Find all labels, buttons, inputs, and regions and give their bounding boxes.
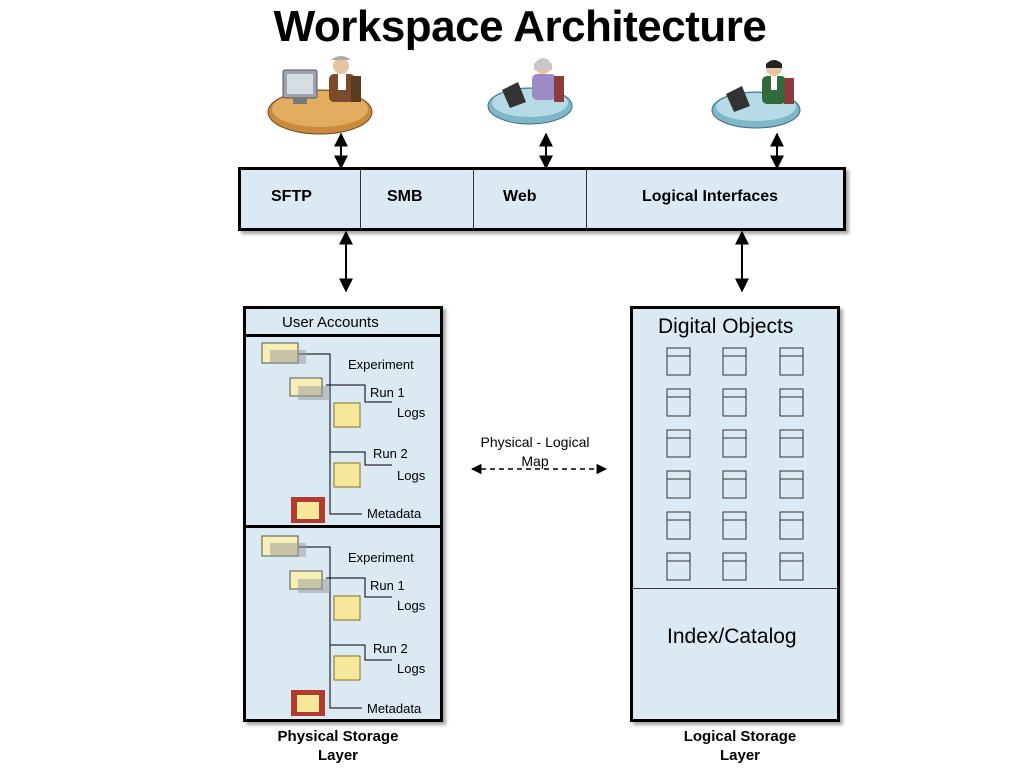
digital-object-icon	[722, 347, 747, 376]
divider	[243, 525, 443, 528]
physical-logical-map-label: Physical - Logical Map	[470, 433, 600, 471]
user-laptop-icon	[487, 58, 573, 125]
digital-object-icon	[666, 388, 691, 417]
sftp-interface: SFTP	[241, 170, 361, 228]
map-label-line2: Map	[521, 453, 549, 469]
experiment-label: Experiment	[348, 550, 414, 565]
document-icon	[333, 462, 361, 488]
logs-label: Logs	[397, 468, 426, 483]
digital-object-icon	[666, 511, 691, 540]
logs-label: Logs	[397, 598, 426, 613]
digital-object-icon	[779, 429, 804, 458]
metadata-label: Metadata	[367, 701, 422, 716]
divider	[243, 334, 443, 337]
web-interface: Web	[474, 170, 587, 228]
logical-interfaces-label: Logical Interfaces	[642, 188, 779, 205]
document-icon	[333, 402, 361, 428]
physical-storage-caption: Physical Storage Layer	[258, 727, 418, 765]
divider	[632, 588, 838, 589]
map-label-line1: Physical - Logical	[480, 434, 590, 450]
digital-object-icon	[666, 552, 691, 581]
smb-label: SMB	[387, 188, 423, 205]
page-title: Workspace Architecture	[273, 2, 767, 51]
user-desktop-icon	[267, 56, 373, 135]
run-label: Run 1	[370, 385, 405, 400]
logical-storage-caption: Logical Storage Layer	[660, 727, 820, 765]
document-icon	[333, 655, 361, 681]
digital-object-icon	[779, 511, 804, 540]
web-label: Web	[503, 188, 537, 205]
metadata-label: Metadata	[367, 506, 422, 521]
digital-object-icon	[779, 347, 804, 376]
digital-object-grid	[666, 347, 804, 581]
run-label: Run 2	[373, 446, 408, 461]
run-label: Run 1	[370, 578, 405, 593]
digital-object-icon	[722, 552, 747, 581]
sftp-label: SFTP	[271, 188, 312, 205]
digital-object-icon	[779, 388, 804, 417]
digital-object-icon	[666, 470, 691, 499]
logs-label: Logs	[397, 661, 426, 676]
digital-object-icon	[722, 388, 747, 417]
smb-interface: SMB	[361, 170, 474, 228]
document-icon	[333, 595, 361, 621]
caption-line: Layer	[317, 747, 359, 764]
index-catalog-label: Index/Catalog	[667, 625, 797, 648]
digital-object-icon	[722, 470, 747, 499]
digital-object-icon	[666, 347, 691, 376]
digital-object-icon	[779, 470, 804, 499]
folder-tree	[261, 342, 392, 523]
digital-object-icon	[722, 511, 747, 540]
digital-object-icon	[722, 429, 747, 458]
caption-line: Layer	[719, 747, 761, 764]
digital-objects-header: Digital Objects	[658, 315, 794, 338]
user-accounts-header: User Accounts	[282, 314, 379, 331]
digital-object-icon	[666, 429, 691, 458]
logical-interfaces: Logical Interfaces	[587, 170, 843, 228]
user-laptop-icon	[711, 60, 801, 129]
caption-line: Logical Storage	[683, 728, 797, 745]
digital-object-icon	[779, 552, 804, 581]
experiment-label: Experiment	[348, 357, 414, 372]
folder-tree	[261, 535, 392, 716]
logs-label: Logs	[397, 405, 426, 420]
run-label: Run 2	[373, 641, 408, 656]
caption-line: Physical Storage	[277, 728, 399, 745]
